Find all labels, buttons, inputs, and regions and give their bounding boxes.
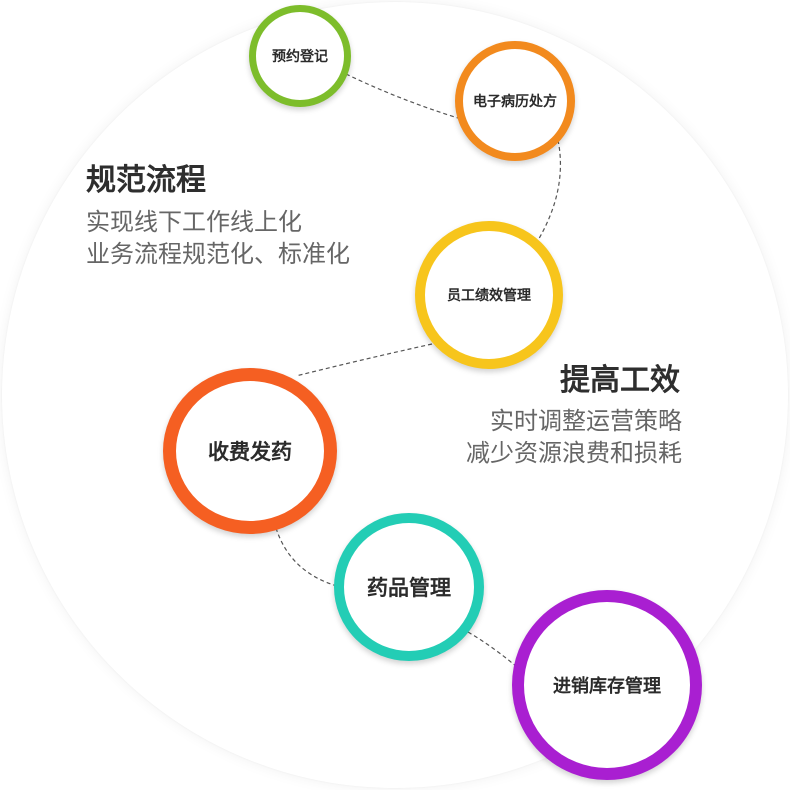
node-label: 进销库存管理 <box>553 676 661 697</box>
desc-line: 实现线下工作线上化 <box>86 208 302 236</box>
node-label: 收费发药 <box>208 440 292 464</box>
block-desc-efficiency: 实时调整运营策略 减少资源浪费和损耗 <box>430 405 682 469</box>
connector-2-3 <box>536 139 562 243</box>
block-title-efficiency: 提高工效 <box>560 363 680 398</box>
connector-1-2 <box>345 73 459 119</box>
connector-5-6 <box>467 631 519 669</box>
node-appointment-registration: 预约登记 <box>249 5 351 107</box>
connector-3-4 <box>295 343 433 377</box>
node-staff-performance: 员工绩效管理 <box>415 221 563 369</box>
node-label: 电子病历处方 <box>473 94 557 110</box>
node-label: 药品管理 <box>367 576 451 600</box>
node-billing-dispensing: 收费发药 <box>163 368 337 534</box>
node-drug-management: 药品管理 <box>334 513 484 661</box>
block-desc-standardize: 实现线下工作线上化 业务流程规范化、标准化 <box>86 206 350 270</box>
connector-4-5 <box>275 527 338 587</box>
node-inventory-management: 进销库存管理 <box>512 590 702 780</box>
desc-line: 业务流程规范化、标准化 <box>86 240 350 268</box>
desc-line: 减少资源浪费和损耗 <box>466 439 682 467</box>
desc-line: 实时调整运营策略 <box>490 407 682 435</box>
node-label: 员工绩效管理 <box>447 288 531 304</box>
block-title-standardize: 规范流程 <box>86 163 206 198</box>
node-electronic-medical-record: 电子病历处方 <box>455 41 575 161</box>
node-label: 预约登记 <box>272 49 328 65</box>
